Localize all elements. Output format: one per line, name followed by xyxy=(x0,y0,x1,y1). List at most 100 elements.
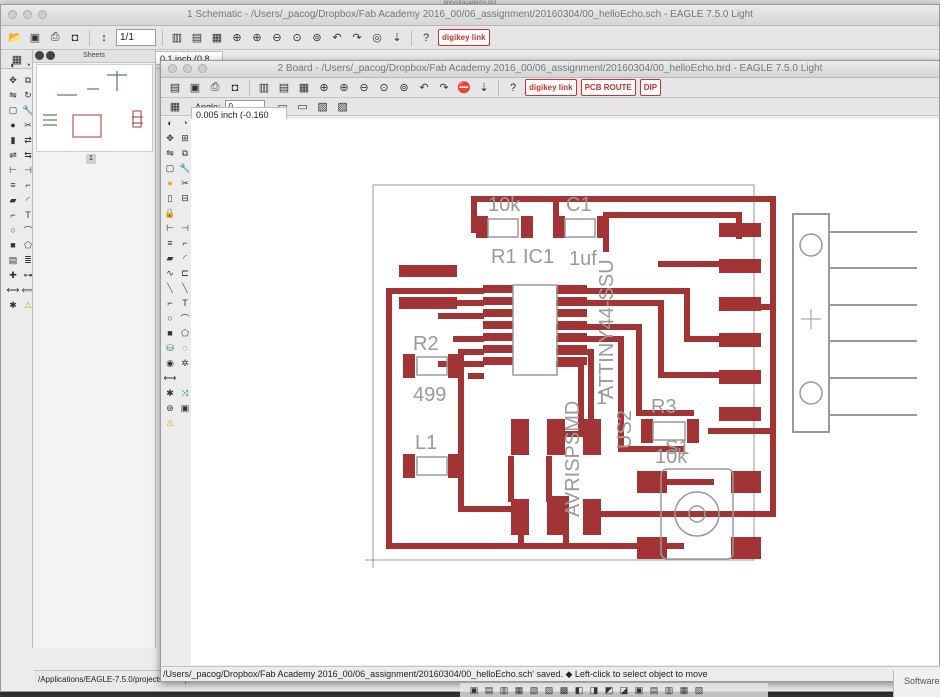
paste-icon[interactable]: ● xyxy=(167,178,173,188)
script-icon[interactable]: ▤ xyxy=(191,32,203,44)
zoom-in-icon[interactable]: ⊕ xyxy=(339,82,349,94)
line-icon[interactable]: ⌐ xyxy=(167,298,173,308)
zoom-redraw-icon[interactable]: ⊙ xyxy=(379,82,389,94)
help-icon[interactable]: ? xyxy=(509,81,517,94)
cam-tool-icon[interactable]: ▣ xyxy=(180,402,190,413)
save-icon[interactable]: ▣ xyxy=(189,82,201,94)
arc-icon[interactable]: ⌒ xyxy=(180,313,190,324)
ulp-icon[interactable]: ▥ xyxy=(258,82,270,94)
app-icon[interactable]: ◨ xyxy=(589,684,599,695)
stop-icon[interactable]: ◎ xyxy=(372,32,382,44)
open-icon[interactable]: 📂 xyxy=(8,32,22,44)
paste-icon[interactable]: ● xyxy=(10,120,16,130)
layer-icon[interactable]: ▨ xyxy=(317,101,328,113)
script-icon[interactable]: ▤ xyxy=(278,82,290,94)
lock-icon[interactable]: ⊟ xyxy=(181,192,189,203)
zoom-window-button[interactable] xyxy=(38,10,47,19)
arc-icon[interactable]: ⌒ xyxy=(23,225,33,236)
app-icon[interactable]: ◪ xyxy=(619,684,629,695)
pcb-drawing[interactable]: .tr { stroke:#a33436; stroke-width:6; fi… xyxy=(191,119,939,665)
auto-icon[interactable]: ⤨ xyxy=(181,387,189,398)
add-icon[interactable]: ▮ xyxy=(10,134,16,145)
schematic-icon[interactable]: ▦ xyxy=(298,82,310,94)
rect-icon[interactable]: ■ xyxy=(10,240,16,250)
split-icon[interactable]: ⌐ xyxy=(25,180,31,190)
go-icon[interactable]: ⇣ xyxy=(479,82,489,94)
attribute-icon[interactable]: ⟷ xyxy=(6,284,20,295)
ripup-icon[interactable]: ⊏ xyxy=(181,267,189,278)
warning-icon[interactable]: ⚠ xyxy=(23,299,33,310)
stop-icon[interactable]: ⛔ xyxy=(457,82,471,94)
lock2-icon[interactable]: 🔒 xyxy=(164,207,176,218)
split-icon[interactable]: ⌐ xyxy=(182,238,188,248)
text-icon[interactable]: T xyxy=(182,298,188,308)
net-icon[interactable]: ≣ xyxy=(24,254,32,265)
minimize-window-button[interactable] xyxy=(23,10,32,19)
rect-icon[interactable]: ■ xyxy=(167,328,173,338)
display-icon[interactable]: ✥ xyxy=(166,132,174,143)
wire-icon[interactable]: ╲ xyxy=(167,282,173,293)
zoom-fit-icon[interactable]: ⊕ xyxy=(232,32,242,44)
circle-icon[interactable]: ○ xyxy=(167,313,173,323)
add-icon[interactable]: ▯ xyxy=(167,192,173,203)
app-icon[interactable]: ◩ xyxy=(604,684,614,695)
app-icon[interactable]: ▩ xyxy=(559,684,569,695)
go-icon[interactable]: ⇣ xyxy=(392,32,402,44)
finder-icon[interactable]: ▣ xyxy=(469,684,479,695)
close-window-button[interactable] xyxy=(8,10,17,19)
spin-toggle-icon[interactable]: ▭ xyxy=(297,101,308,113)
replace-icon[interactable]: ⇌ xyxy=(9,149,17,160)
show-icon[interactable]: ◔ xyxy=(182,118,188,128)
redo-icon[interactable]: ↷ xyxy=(352,32,362,44)
cam-icon[interactable]: ◘ xyxy=(231,81,239,94)
undo-icon[interactable]: ↶ xyxy=(332,32,342,44)
mark-icon[interactable]: ⊞ xyxy=(181,132,189,143)
app-icon[interactable]: ▤ xyxy=(649,684,659,695)
junction-icon[interactable]: ✚ xyxy=(9,269,17,280)
zoom-in-icon[interactable]: ⊕ xyxy=(252,32,262,44)
drc-icon[interactable]: ✱ xyxy=(166,387,174,398)
signal-icon[interactable]: ◌ xyxy=(182,343,188,353)
zoom-out-icon[interactable]: ⊖ xyxy=(272,32,282,44)
text-icon[interactable]: T xyxy=(25,210,31,220)
ratsnest-icon[interactable]: ✲ xyxy=(181,357,189,368)
sheet-icon[interactable]: ↕ xyxy=(101,31,107,44)
app-icon[interactable]: ▥ xyxy=(499,684,509,695)
rotate-icon[interactable]: ↻ xyxy=(24,89,32,100)
erc-icon[interactable]: ✱ xyxy=(9,299,17,310)
app-icon[interactable]: ▧ xyxy=(694,684,704,695)
polygon-icon[interactable]: ⬠ xyxy=(24,239,32,250)
app-icon[interactable]: ▨ xyxy=(544,684,554,695)
app-icon[interactable]: ▤ xyxy=(484,684,494,695)
group-icon[interactable]: ▢ xyxy=(8,104,18,115)
undo-icon[interactable]: ↶ xyxy=(419,82,429,94)
errors-icon[interactable]: ⊛ xyxy=(166,402,174,413)
copy-icon[interactable]: ⧉ xyxy=(181,147,189,158)
zoom-out-icon[interactable]: ⊖ xyxy=(359,82,369,94)
autoroute-icon[interactable]: ╲ xyxy=(182,282,188,293)
move-icon[interactable]: ✥ xyxy=(9,74,17,85)
info-icon[interactable]: ◐ xyxy=(167,118,173,128)
print-icon[interactable]: ⎙ xyxy=(50,31,60,43)
value-icon[interactable]: ⊣ xyxy=(181,222,189,233)
name-icon[interactable]: ⊢ xyxy=(166,222,174,233)
digikey-button[interactable]: digikey link xyxy=(525,79,577,96)
board-canvas[interactable]: .tr { stroke:#a33436; stroke-width:6; fi… xyxy=(191,119,939,665)
minimize-window-button[interactable] xyxy=(183,64,192,73)
value-icon[interactable]: ⊣ xyxy=(24,164,32,175)
route-icon[interactable]: ◜ xyxy=(183,252,187,263)
save-icon[interactable]: ▣ xyxy=(29,32,41,44)
show-icon[interactable]: ◔ xyxy=(25,60,31,70)
smash-icon[interactable]: ≡ xyxy=(10,180,16,190)
sheet-thumbnail[interactable] xyxy=(36,64,153,152)
cam-icon[interactable]: ◘ xyxy=(71,31,79,44)
zoom-fit-icon[interactable]: ⊕ xyxy=(319,82,329,94)
grid-icon[interactable]: ▦ xyxy=(169,101,181,113)
meander-icon[interactable]: ∿ xyxy=(166,267,174,278)
zoom-redraw-icon[interactable]: ⊙ xyxy=(292,32,302,44)
grid-icon[interactable]: ▦ xyxy=(11,53,23,66)
change-icon[interactable]: 🔧 xyxy=(22,104,34,115)
invoke-icon[interactable]: ▰ xyxy=(9,194,17,205)
miter-icon[interactable]: ◜ xyxy=(26,194,30,205)
bus-icon[interactable]: ▤ xyxy=(8,254,18,265)
